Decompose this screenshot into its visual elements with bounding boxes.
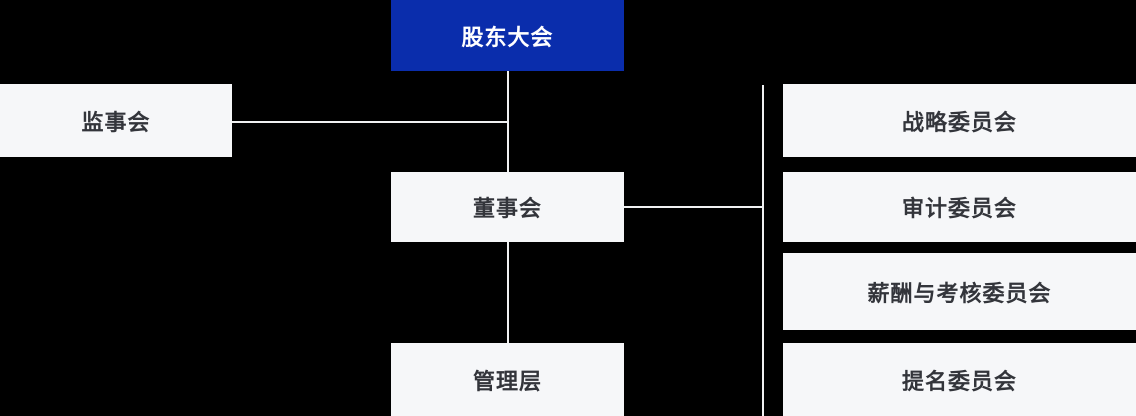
node-strategy-committee-label: 战略委员会 [901,109,1017,135]
node-audit-committee: 审计委员会 [783,172,1136,242]
node-supervisory-board: 监事会 [0,84,232,157]
node-board-of-directors-label: 董事会 [472,196,542,221]
node-shareholders-meeting: 股东大会 [391,0,624,71]
node-management-label: 管理层 [472,368,542,394]
node-shareholders-meeting-label: 股东大会 [461,24,554,50]
node-remuneration-committee-label: 薪酬与考核委员会 [867,280,1052,306]
node-supervisory-board-label: 监事会 [81,109,151,135]
connector-committees-trunk [762,85,764,416]
node-strategy-committee: 战略委员会 [783,84,1136,157]
node-nomination-committee-label: 提名委员会 [901,368,1017,394]
node-management: 管理层 [391,343,624,416]
node-board-of-directors: 董事会 [391,172,624,242]
node-remuneration-committee: 薪酬与考核委员会 [783,253,1136,330]
connector-supervisory-board [232,121,508,123]
node-audit-committee-label: 审计委员会 [901,196,1017,221]
node-nomination-committee: 提名委员会 [783,343,1136,416]
connector-board-committees [624,206,764,208]
